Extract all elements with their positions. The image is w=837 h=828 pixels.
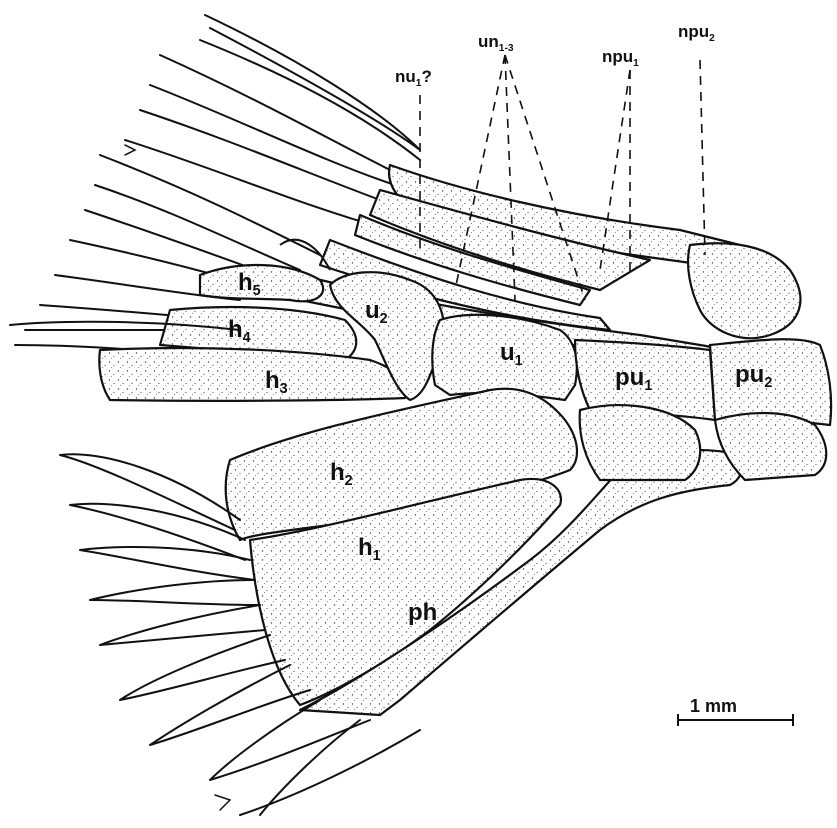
label-un1-3: un1-3 bbox=[478, 32, 514, 54]
label-npu2: npu2 bbox=[678, 22, 715, 44]
scale-bar-label: 1 mm bbox=[690, 696, 737, 716]
label-nu1: nu1? bbox=[395, 67, 432, 89]
scale-bar: 1 mm bbox=[678, 696, 793, 726]
hypural-3 bbox=[99, 348, 406, 401]
label-ph: ph bbox=[408, 599, 437, 626]
label-npu1: npu1 bbox=[602, 47, 639, 69]
hypural-5 bbox=[200, 265, 323, 301]
hypurals-and-centra bbox=[99, 265, 831, 715]
